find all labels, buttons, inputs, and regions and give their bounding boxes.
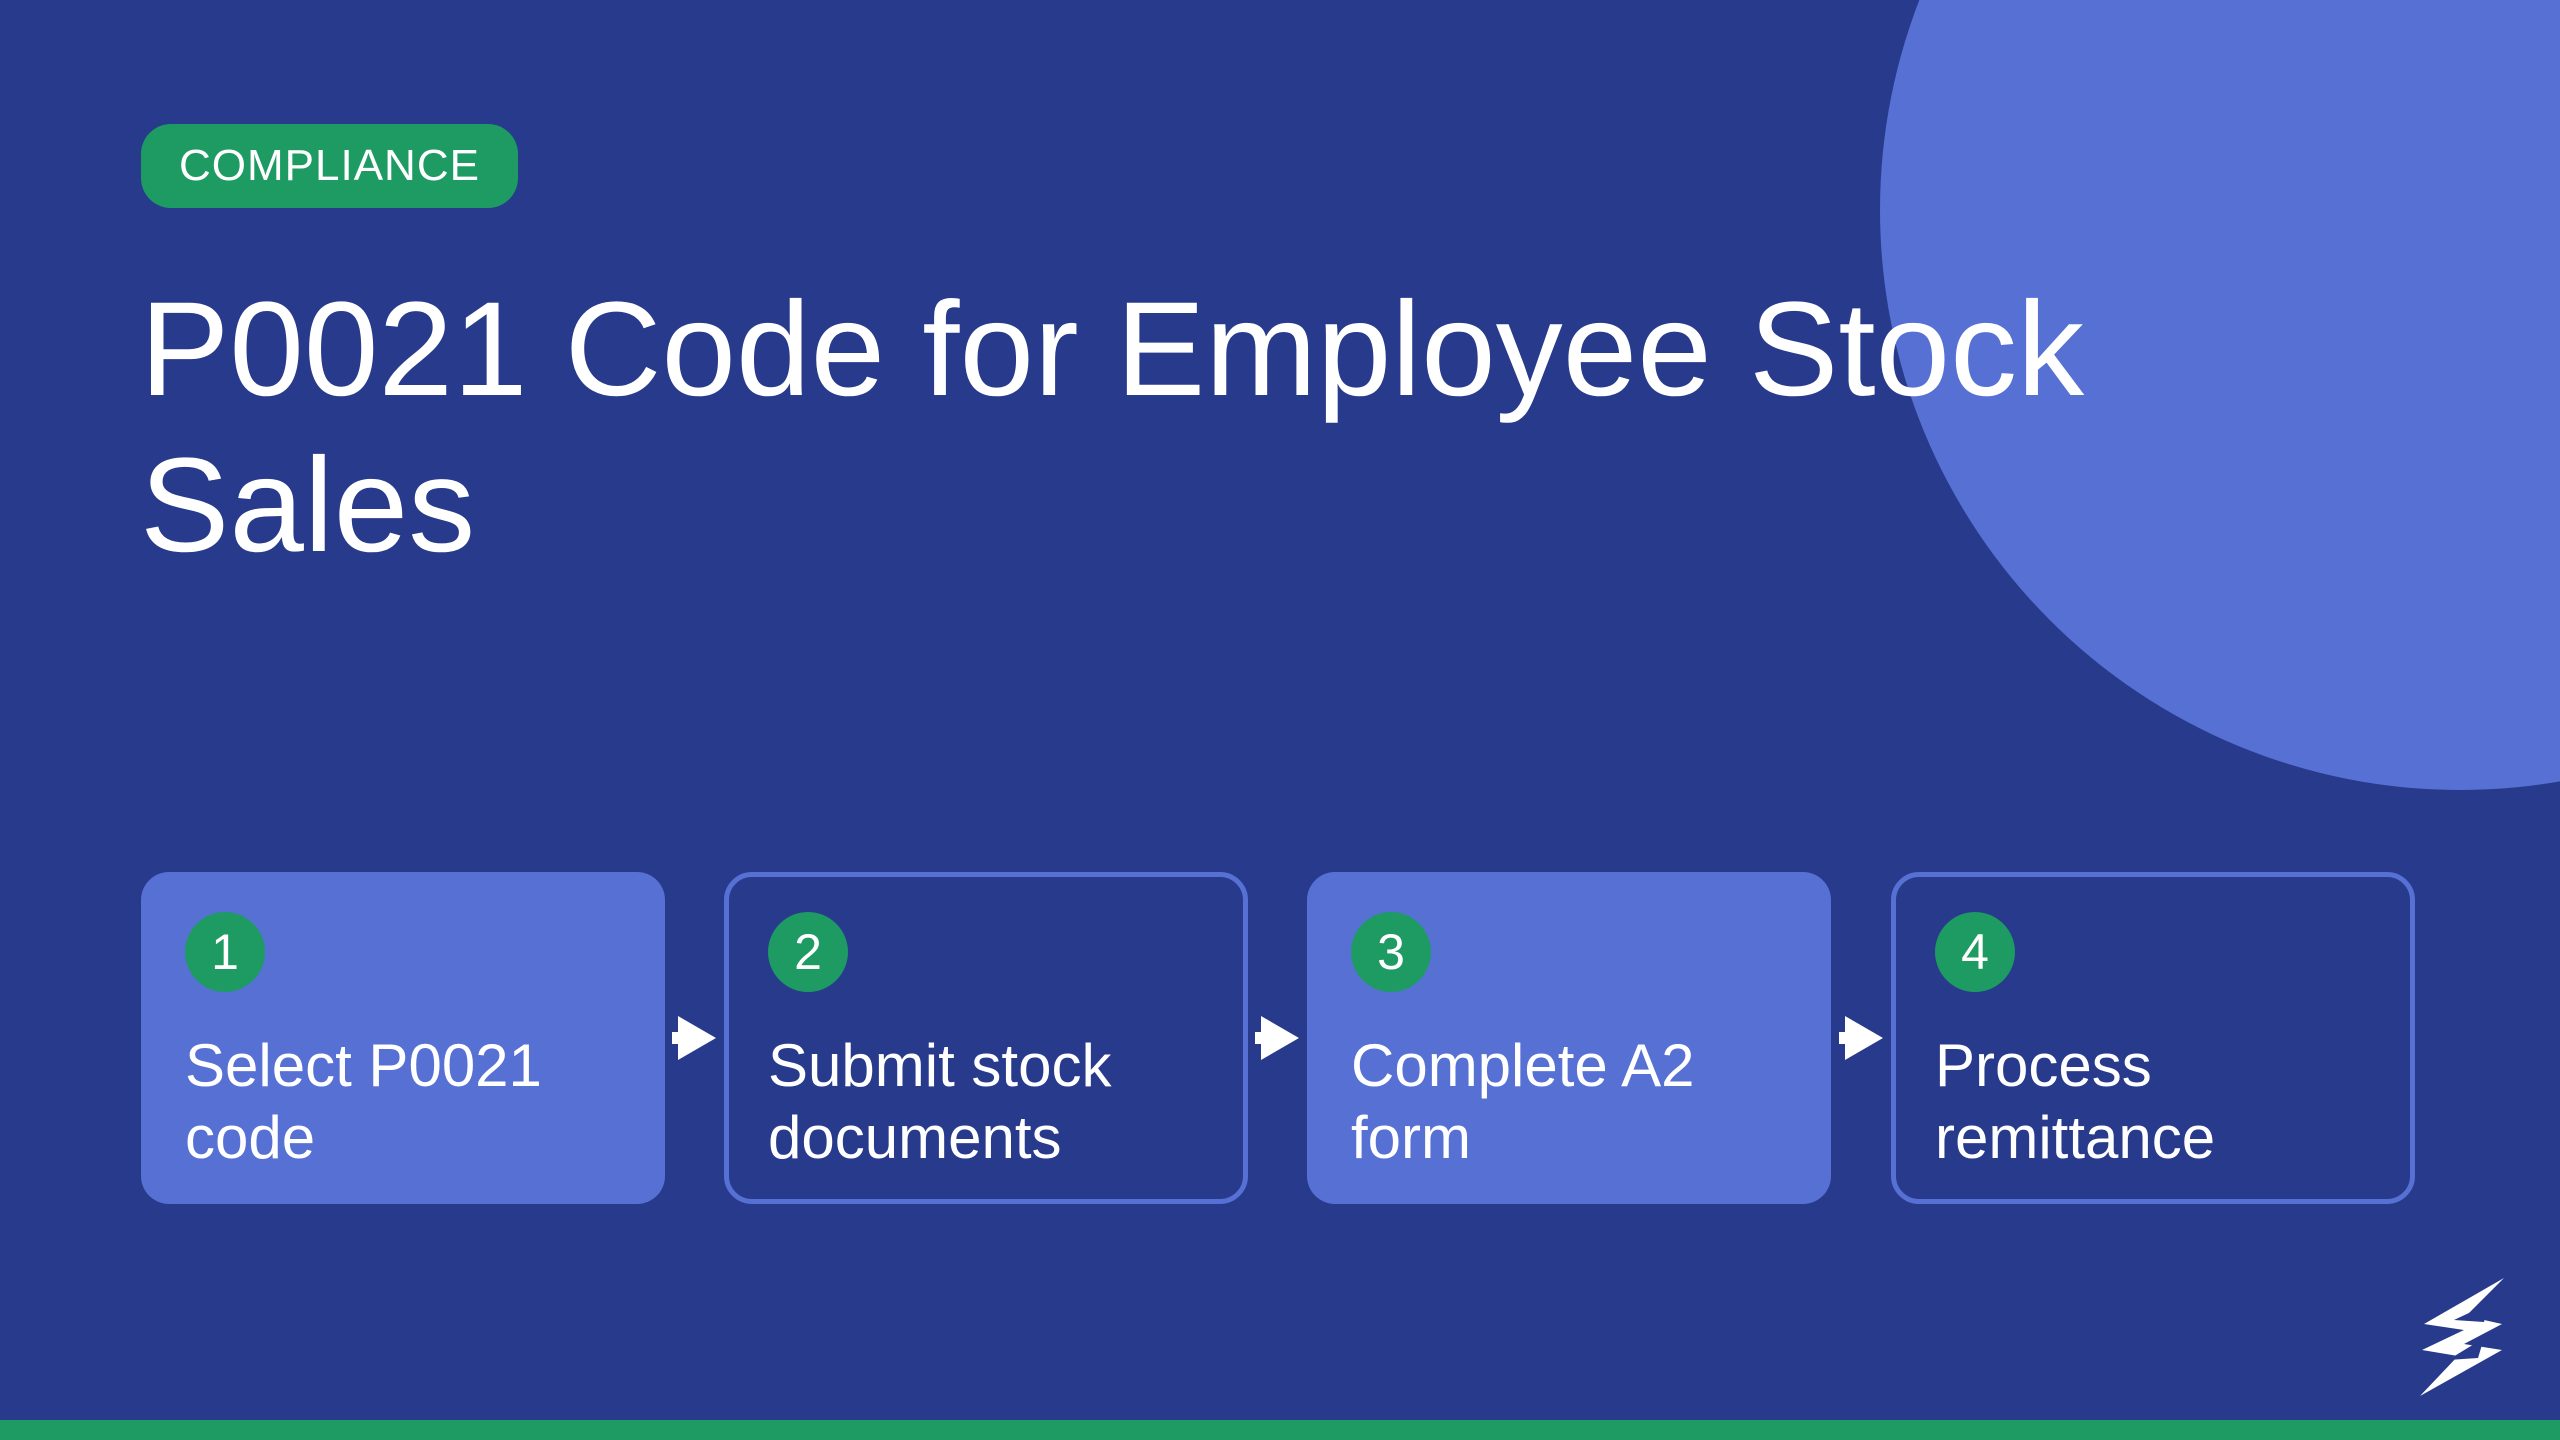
step-card-1: 1 Select P0021 code (141, 872, 665, 1204)
step-number-badge: 4 (1935, 912, 2015, 992)
arrow-right-icon (1255, 1016, 1299, 1060)
arrow-right-icon (1839, 1016, 1883, 1060)
category-badge: COMPLIANCE (141, 124, 518, 208)
step-label: Select P0021 code (185, 1032, 542, 1171)
arrow-right-icon (672, 1016, 716, 1060)
step-card-2: 2 Submit stock documents (724, 872, 1248, 1204)
step-card-3: 3 Complete A2 form (1307, 872, 1831, 1204)
step-label: Process remittance (1935, 1032, 2216, 1171)
brand-logo-icon (2420, 1278, 2504, 1396)
slide-title: P0021 Code for Employee Stock Sales (140, 275, 2085, 580)
step-number-badge: 2 (768, 912, 848, 992)
step-label: Complete A2 form (1351, 1032, 1695, 1171)
step-label: Submit stock documents (768, 1032, 1112, 1171)
step-number-badge: 3 (1351, 912, 1431, 992)
step-number-badge: 1 (185, 912, 265, 992)
step-card-4: 4 Process remittance (1891, 872, 2415, 1204)
bottom-accent-bar (0, 1420, 2560, 1440)
